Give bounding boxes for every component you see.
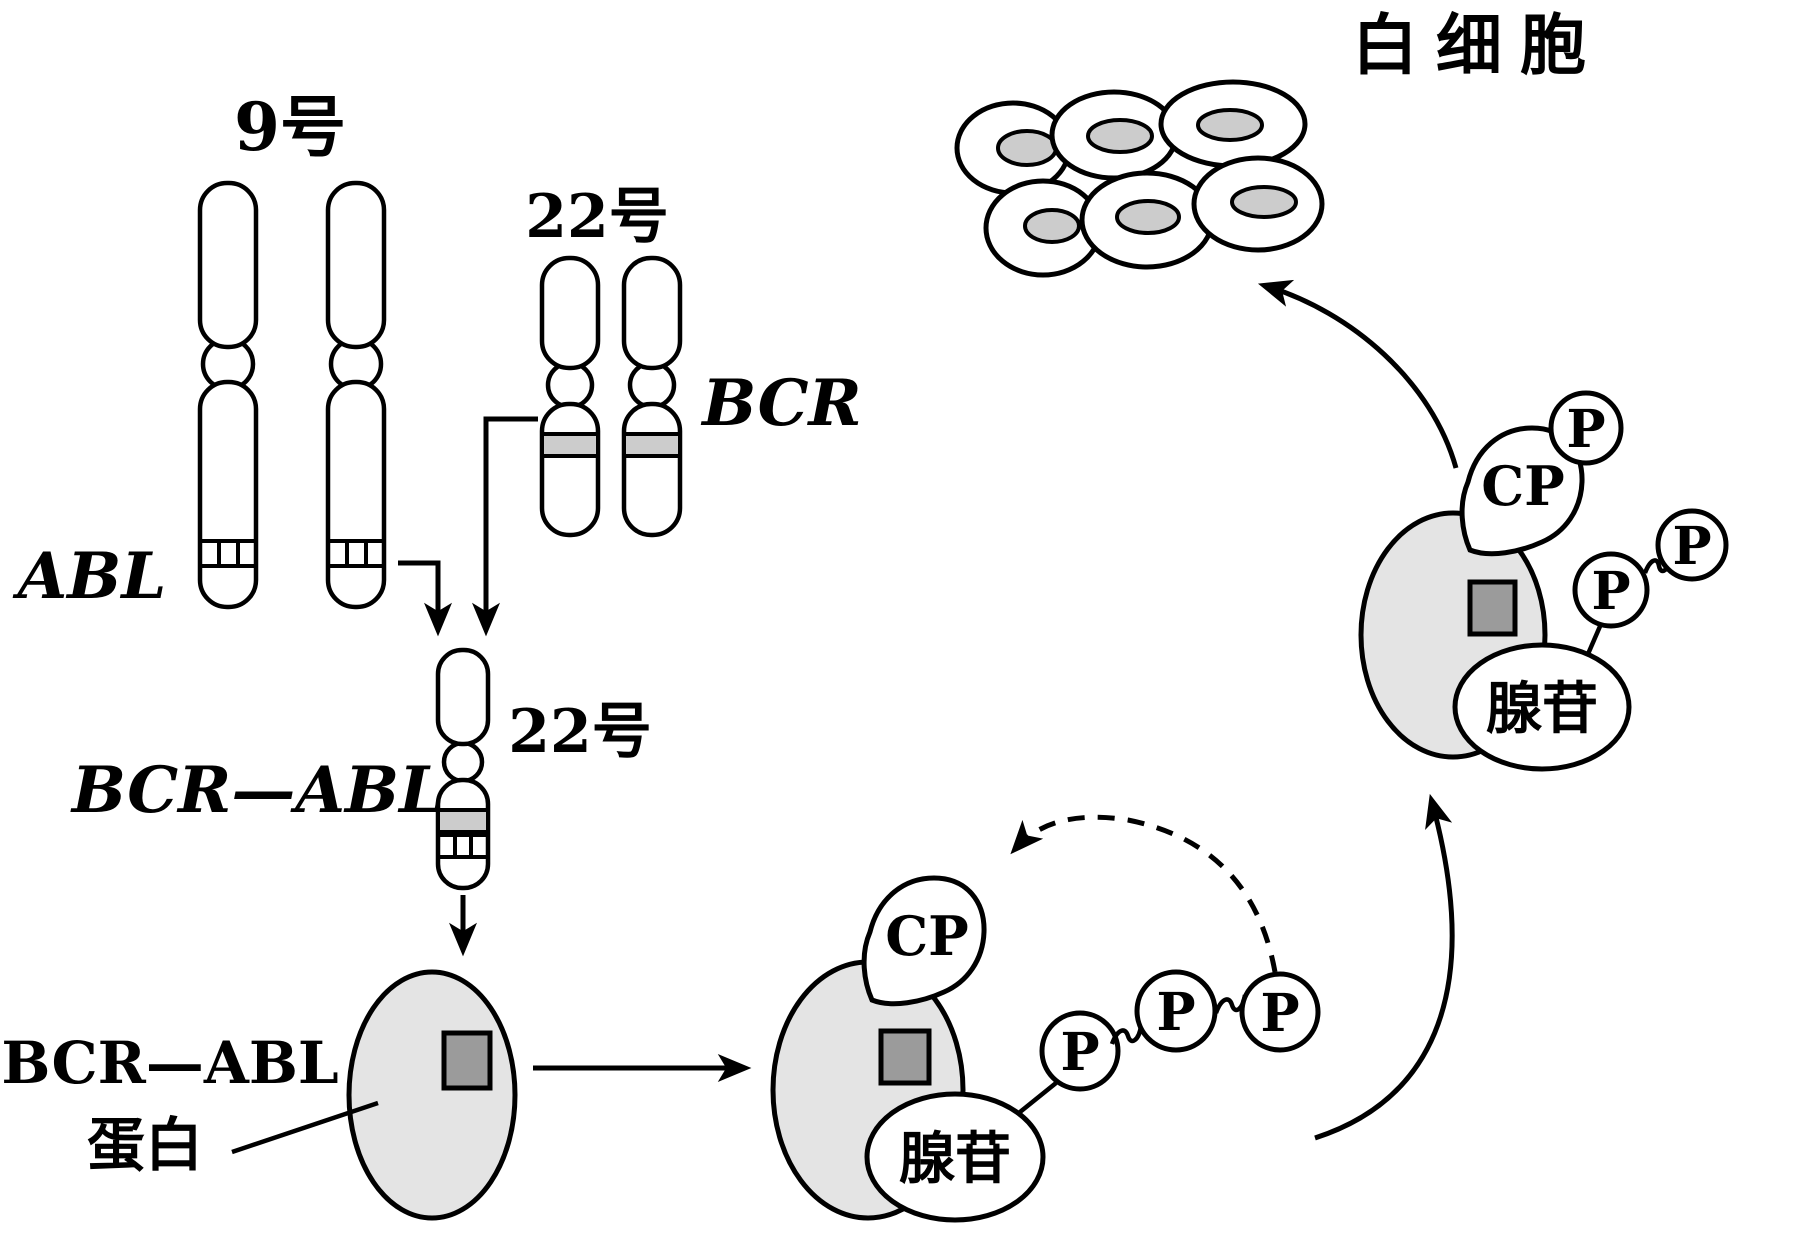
upper-arm	[325, 180, 387, 350]
lower-arm	[325, 379, 387, 610]
upper-arm	[621, 255, 683, 371]
phosphate-label: P	[1591, 561, 1630, 622]
nucleus	[1230, 185, 1298, 219]
bcr-abl-protein-label-line2: 蛋白	[87, 1111, 203, 1179]
cell-body	[346, 969, 518, 1221]
bcr-abl-protein-cell	[346, 969, 518, 1221]
adenosine-label: 腺苷	[899, 1126, 1011, 1192]
nucleus	[1086, 118, 1154, 154]
centromere	[441, 740, 485, 784]
upper-arm	[539, 255, 601, 371]
chromosome9-copy2	[325, 180, 387, 610]
adenosine-ellipse	[1452, 642, 1632, 772]
bcr-abl-protein-label-line1: BCR—ABL	[1, 1029, 338, 1097]
chromosome9-copy1	[197, 180, 259, 610]
phosphate-label: P	[1672, 516, 1711, 577]
white-blood-cell	[1191, 155, 1325, 253]
chromosome9-label: 9号	[234, 88, 346, 166]
adenosine-phosphate-bond	[1585, 623, 1604, 655]
bcr-abl-protein-square	[1467, 579, 1518, 637]
bcr-abl-protein-square	[878, 1028, 932, 1086]
high-energy-bond-squiggle	[1109, 1025, 1144, 1045]
bcr-band	[626, 434, 678, 456]
phosphate-label: P	[1260, 983, 1299, 1044]
upper-arm	[197, 180, 259, 350]
fused-chromosome22: 22号 BCR—ABL	[70, 647, 652, 891]
phosphate-label: P	[1566, 399, 1605, 460]
bcr-translocation-arrow	[472, 416, 538, 637]
cp-label: CP	[885, 904, 969, 968]
lower-arm	[539, 401, 601, 538]
adenosine-phosphate-bond	[1018, 1081, 1058, 1114]
adenosine-label: 腺苷	[1486, 676, 1598, 742]
nucleus	[996, 129, 1058, 167]
bcr-abl-protein-square	[441, 1030, 493, 1091]
phosphate-circle	[1572, 551, 1650, 629]
nucleus	[1023, 208, 1081, 244]
chromosome22-pair: 22号 BCR	[525, 182, 862, 538]
abl-gene-label: ABL	[13, 539, 167, 614]
upper-arm	[435, 647, 491, 747]
bcr-band	[440, 810, 486, 832]
adenosine-ellipse	[864, 1091, 1046, 1223]
nucleus	[1196, 108, 1264, 142]
chromosome9-pair: 9号 ABL	[13, 88, 387, 614]
proliferation-arrow	[1257, 279, 1459, 469]
phosphate-circle	[1039, 1010, 1121, 1092]
white-blood-cells-label: 白细胞	[1352, 6, 1604, 84]
chromosome22-copy1	[539, 255, 601, 538]
abl-translocation-arrow	[398, 560, 452, 637]
fused-chromosome22-label: 22号	[508, 697, 652, 767]
bcr-abl-fusion-gene-label: BCR—ABL	[70, 753, 444, 828]
nucleus	[1115, 199, 1181, 235]
phosphate-transfer-dashed-arrow	[1010, 814, 1278, 973]
protein-label-pointer-line	[231, 1100, 379, 1155]
phosphate-circle	[1655, 508, 1729, 582]
kinase-atp-complex: CP 腺苷 P P P	[770, 878, 1321, 1223]
lower-arm	[197, 379, 259, 610]
phosphorylated-complex: CP P 腺苷 P P	[1358, 390, 1729, 772]
bcr-gene-label: BCR	[700, 366, 861, 441]
phosphate-circle	[1239, 971, 1321, 1053]
white-blood-cell	[1049, 89, 1179, 181]
lower-arm	[621, 401, 683, 538]
white-blood-cell-cluster	[954, 79, 1325, 278]
white-blood-cell	[1079, 170, 1215, 270]
phosphate-circle	[1548, 390, 1624, 466]
cp-label: CP	[1481, 454, 1565, 518]
chromosome22-label: 22号	[525, 182, 669, 252]
phosphorylation-progress-arrow	[1314, 793, 1455, 1141]
phosphate-label: P	[1156, 982, 1195, 1043]
chromosome22-copy2	[621, 255, 683, 538]
bcr-band	[544, 434, 596, 456]
white-blood-cell	[1158, 79, 1308, 169]
phosphate-label: P	[1060, 1022, 1099, 1083]
